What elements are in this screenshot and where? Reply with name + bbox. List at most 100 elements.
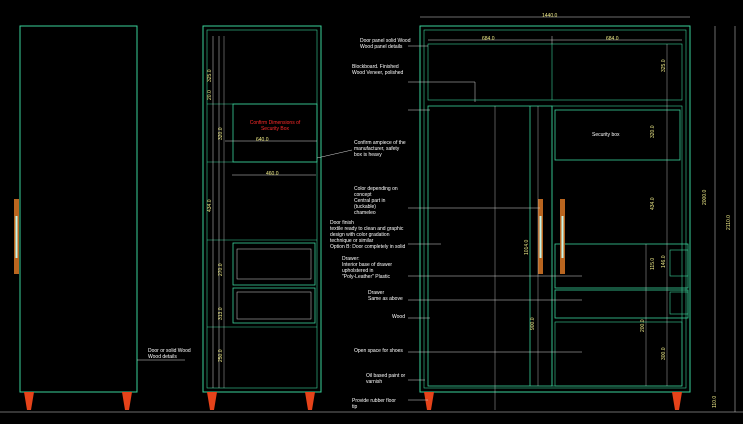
- note-line: Door or solid Wood: [148, 348, 191, 354]
- note-line: Wood panel details: [360, 44, 403, 50]
- note-line: Blockboard. Finished: [352, 64, 399, 70]
- note-line: varnish: [366, 379, 383, 385]
- door-handle-core: [15, 216, 18, 258]
- note-rubber: Provide rubber floor tip: [352, 398, 396, 410]
- dim-side-gap: 20.0: [207, 90, 213, 100]
- drawer-inner: [236, 248, 312, 280]
- closed-cabinet-elevation: [14, 25, 185, 410]
- drawer-front: [554, 243, 689, 289]
- note-line: design with color gradation: [330, 232, 390, 238]
- leader-line: [316, 149, 353, 159]
- note-door-finish: Door finish textile ready to clean and g…: [330, 220, 405, 250]
- dim-overall-width: 1440.0: [542, 13, 558, 19]
- cabinet-inner: [423, 29, 687, 389]
- drawer-side: [669, 249, 689, 277]
- dim-left-lower: 900.0: [530, 317, 536, 330]
- dim-leg-height: 110.0: [712, 395, 718, 408]
- note-open-space: Open space for shoes: [354, 348, 403, 354]
- section-leg-left: [207, 392, 217, 410]
- cabinet-outer: [419, 25, 691, 393]
- cabinet-leg-right: [122, 392, 132, 410]
- note-drawer-b: Drawer Same as above: [368, 290, 403, 302]
- dim-side-upper: 434.0: [207, 199, 213, 212]
- door-handle-left-core: [539, 216, 542, 258]
- note-line: upholstered in: [342, 268, 374, 274]
- dim-overall-height: 2000.0: [702, 189, 708, 205]
- dim-side-lower-c: 250.0: [218, 349, 224, 362]
- section-outer: [202, 25, 322, 393]
- note-wood: Wood: [392, 314, 405, 320]
- note-line: concept: [354, 192, 372, 198]
- dim-left-upper: 1014.0: [524, 239, 530, 255]
- section-inner: [206, 29, 318, 389]
- dim-side-mid-width: 460.0: [266, 171, 279, 177]
- dim-side-width: 640.0: [256, 137, 269, 143]
- note-line: Drawer:: [342, 256, 360, 262]
- dim-right-door: 684.0: [606, 36, 619, 42]
- note-line: Drawer: [368, 290, 385, 296]
- security-box: [554, 109, 681, 161]
- warning-line: Confirm Dimensions of: [249, 120, 301, 126]
- dim-side-lower-b: 313.0: [218, 307, 224, 320]
- dim-front-top-right: 325.0: [661, 59, 667, 72]
- note-line: Door panel solid Wood: [360, 38, 411, 44]
- dim-drawer-b: 200.0: [640, 319, 646, 332]
- note-line: box is heavy: [354, 152, 382, 158]
- warning-line: Security Box: [260, 126, 290, 132]
- dim-drawer-h: 115.0: [650, 257, 656, 270]
- side-section-elevation: [202, 25, 353, 410]
- dim-front-box: 320.0: [650, 125, 656, 138]
- note-line: Central part in: [354, 198, 386, 204]
- dim-front-mid-right: 434.0: [650, 197, 656, 210]
- note-security-box: Security box: [592, 132, 620, 138]
- security-box-outline: [232, 103, 318, 163]
- note-drawer: Drawer: Interior base of drawer upholste…: [342, 256, 392, 280]
- dim-total-height: 2110.0: [726, 215, 732, 230]
- note-line: Color depending on: [354, 186, 398, 192]
- open-cabinet-elevation: [408, 16, 736, 412]
- note-confirm-box: Confirm ampiece of the manufacturer, saf…: [354, 140, 406, 158]
- drawer-inner: [236, 291, 312, 320]
- note-line: manufacturer, safety: [354, 146, 400, 152]
- note-color: Color depending on concept Central part …: [354, 186, 398, 216]
- note-line: (tuckable): [354, 204, 376, 210]
- drawer-section: [232, 242, 316, 286]
- note-line: tip: [352, 404, 358, 410]
- note-line: Oil based paint or: [366, 373, 406, 379]
- top-compartment: [427, 43, 683, 101]
- cabinet-body: [19, 25, 138, 393]
- shoe-space: [554, 321, 683, 387]
- note-line: Provide rubber floor: [352, 398, 396, 404]
- dim-side-shelf: 320.0: [218, 127, 224, 140]
- note-line: Wood details: [148, 354, 177, 360]
- note-line: chameleo: [354, 210, 376, 216]
- note-line: technique or similar: [330, 238, 374, 244]
- section-leg-right: [305, 392, 315, 410]
- note-solid-wood: Door or solid Wood Wood details: [148, 348, 191, 360]
- note-line: Wood Veneer, polished: [352, 70, 404, 76]
- note-line: Same as above: [368, 296, 403, 302]
- drawer-side: [669, 291, 689, 315]
- dim-left-door: 684.0: [482, 36, 495, 42]
- note-line: Option B: Door completely in solid: [330, 244, 406, 250]
- dim-drawer-h2: 146.0: [661, 255, 667, 268]
- left-door-interior: [427, 105, 553, 387]
- dim-drawer-c: 300.0: [661, 347, 667, 360]
- dim-side-lower-a: 270.0: [218, 263, 224, 276]
- dim-side-top: 325.0: [207, 69, 213, 82]
- cabinet-leg-right: [672, 392, 682, 410]
- note-line: Confirm ampiece of the: [354, 140, 406, 146]
- note-line: textile ready to clean and graphic: [330, 226, 404, 232]
- drawer-front: [554, 289, 689, 319]
- note-blockboard: Blockboard. Finished Wood Veneer, polish…: [352, 64, 403, 76]
- note-oil: Oil based paint or varnish: [366, 373, 405, 385]
- note-line: Interior base of drawer: [342, 262, 393, 268]
- note-line: "Poly-Leather" Plastic: [342, 274, 391, 280]
- drawer-section: [232, 287, 316, 324]
- cabinet-leg-left: [24, 392, 34, 410]
- confirm-dimensions-note: Confirm Dimensions of Security Box: [240, 120, 310, 132]
- cabinet-leg-left: [424, 392, 434, 410]
- right-interior: [551, 105, 683, 387]
- note-line: Door finish: [330, 220, 354, 226]
